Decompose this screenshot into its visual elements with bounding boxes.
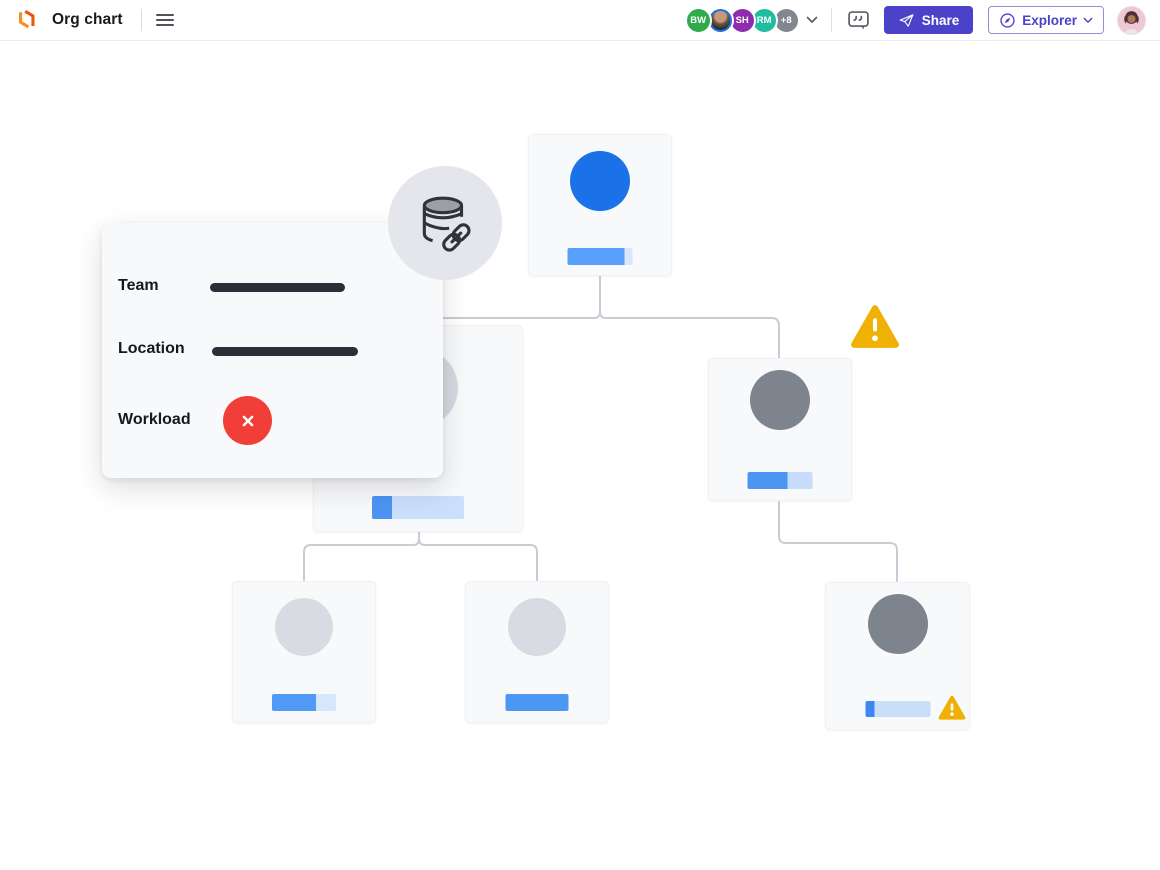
workload-bar <box>505 694 569 711</box>
diagram-canvas[interactable]: Team Location Workload <box>0 41 1160 870</box>
workload-bar-segment <box>272 694 316 711</box>
org-node-child-2[interactable] <box>465 581 609 723</box>
workload-bar-segment <box>392 496 464 519</box>
workload-bar <box>865 701 930 717</box>
avatars-chevron-down-icon[interactable] <box>806 16 818 24</box>
explorer-button[interactable]: Explorer <box>988 6 1104 34</box>
team-value-placeholder <box>210 283 345 292</box>
workload-bar <box>567 248 633 265</box>
location-value-placeholder <box>212 347 358 356</box>
workload-bar-segment <box>865 701 874 717</box>
workload-bar-segment <box>567 248 625 265</box>
org-node-root[interactable] <box>528 134 672 276</box>
tooltip-row-team: Team <box>118 277 159 295</box>
data-linked-badge[interactable] <box>388 166 502 280</box>
collaborator-avatar[interactable]: BW <box>684 6 712 34</box>
node-details-tooltip: Team Location Workload <box>102 223 443 478</box>
org-node-with-warning[interactable] <box>708 358 852 501</box>
org-node-child-3[interactable] <box>825 582 970 730</box>
workload-bar-segment <box>505 694 569 711</box>
compass-icon <box>999 12 1016 29</box>
comment-quote-icon[interactable] <box>845 7 873 33</box>
avatar-placeholder <box>750 370 810 430</box>
error-x-icon <box>223 396 272 445</box>
lucid-logo-icon[interactable] <box>16 9 38 31</box>
org-node-child-1[interactable] <box>232 581 376 723</box>
explorer-chevron-down-icon <box>1083 17 1093 24</box>
workload-bar-segment <box>316 694 336 711</box>
workload-bar <box>372 496 464 519</box>
workload-bar-segment <box>624 248 633 265</box>
hamburger-icon[interactable] <box>155 13 174 27</box>
warning-icon <box>938 695 966 726</box>
share-button[interactable]: Share <box>883 6 974 34</box>
workload-label: Workload <box>118 411 191 428</box>
document-title: Org chart <box>52 11 123 28</box>
tooltip-row-workload: Workload <box>118 411 191 429</box>
workload-bar-segment <box>874 701 930 717</box>
avatar-placeholder <box>508 598 566 656</box>
header-divider <box>140 9 142 31</box>
user-profile-avatar[interactable] <box>1117 5 1146 35</box>
workload-bar-segment <box>787 472 813 489</box>
database-link-icon <box>415 192 475 254</box>
tooltip-row-location: Location <box>118 340 185 358</box>
avatar-placeholder <box>867 594 928 654</box>
workload-bar <box>747 472 813 489</box>
location-label: Location <box>118 340 185 357</box>
header-divider <box>830 8 832 32</box>
share-button-label: Share <box>921 12 960 28</box>
send-icon <box>898 12 915 29</box>
team-label: Team <box>118 277 159 294</box>
workload-bar-segment <box>372 496 392 519</box>
workload-bar <box>272 694 336 711</box>
explorer-button-label: Explorer <box>1022 12 1077 28</box>
avatar-placeholder <box>570 151 630 211</box>
avatar-placeholder <box>275 598 333 656</box>
warning-icon <box>850 304 900 355</box>
workload-bar-segment <box>747 472 788 489</box>
